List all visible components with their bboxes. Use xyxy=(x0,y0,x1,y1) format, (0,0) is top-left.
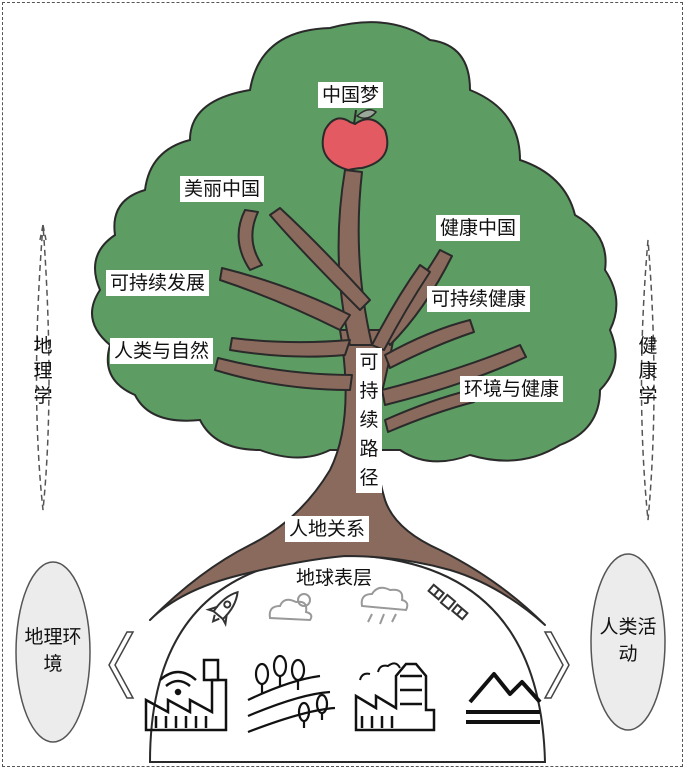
chevron-left-icon xyxy=(108,631,135,699)
industrial-plant-icon xyxy=(354,662,436,732)
chevron-right-icon xyxy=(543,631,570,699)
branch-label-sustainable-development: 可持续发展 xyxy=(106,270,210,296)
human-activity-oval xyxy=(590,553,666,731)
branch-label-environment-health: 环境与健康 xyxy=(460,376,564,402)
branch-label-sustainable-health: 可持续健康 xyxy=(427,286,531,312)
cloud-sun-icon xyxy=(268,593,313,622)
ground-label: 地球表层 xyxy=(296,567,373,589)
root-label: 人地关系 xyxy=(285,516,370,542)
geo-environment-oval xyxy=(15,561,91,743)
side-label-geography: 地理学 xyxy=(33,335,53,407)
storm-cloud-icon xyxy=(360,586,409,625)
rocket-icon xyxy=(205,590,239,627)
tree-trunk xyxy=(149,169,546,626)
branch-label-human-nature: 人类与自然 xyxy=(110,338,214,364)
apple-icon xyxy=(321,109,389,172)
trunk-label: 可持续路径 xyxy=(356,348,382,493)
forest-road-icon xyxy=(247,654,336,734)
left-diamond-arrow xyxy=(35,224,50,511)
branch-label-beautiful-china: 美丽中国 xyxy=(180,176,265,202)
oval-label-human-activity: 人类活动 xyxy=(599,616,657,665)
title-label: 中国梦 xyxy=(318,82,384,108)
side-label-health-science: 健康学 xyxy=(638,335,658,407)
oval-label-geo-environment: 地理环境 xyxy=(24,626,82,675)
smart-factory-icon xyxy=(144,658,228,732)
satellite-icon xyxy=(427,583,469,621)
branch-label-healthy-china: 健康中国 xyxy=(436,215,521,241)
right-diamond-arrow xyxy=(640,239,655,521)
mountain-icon xyxy=(466,672,542,724)
